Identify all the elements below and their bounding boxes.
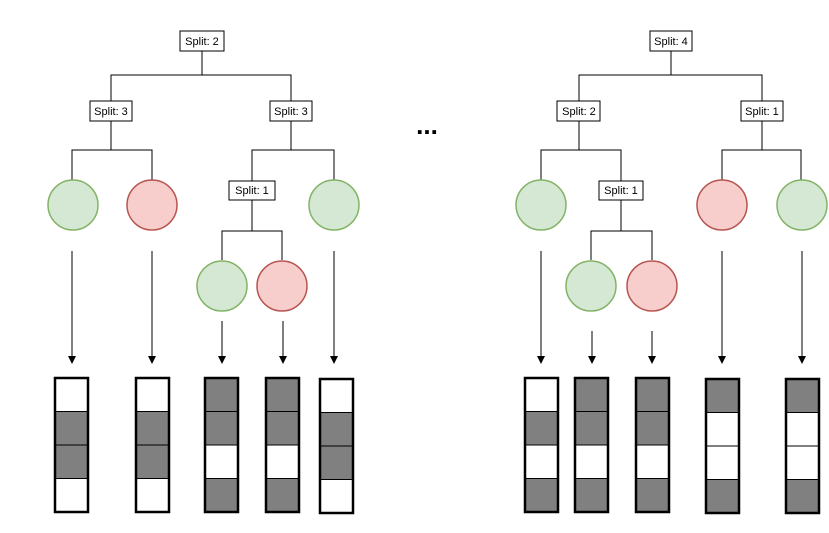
vector-column-outline <box>523 376 560 514</box>
vector-cell-dark <box>204 411 239 446</box>
vector-column-outline <box>203 376 240 514</box>
vector-cell-light <box>135 377 170 412</box>
split-label: Split: 2 <box>562 106 596 118</box>
vector-cell-light <box>319 378 354 413</box>
tree-1-connectors <box>71 51 335 260</box>
vector-cell-dark <box>265 411 300 446</box>
split-node: Split: 2 <box>556 100 601 122</box>
split-label: Split: 1 <box>745 106 779 118</box>
tree-1: Split: 2 Split: 3 Split: 3 Split: 1 <box>47 30 360 515</box>
vector-column <box>318 377 355 515</box>
leaf-node-green <box>196 260 248 312</box>
vector-cell-light <box>635 444 670 479</box>
vector-column <box>634 376 671 514</box>
vector-cell-light <box>54 377 89 412</box>
vector-column <box>134 376 171 514</box>
vector-cell-light <box>54 478 89 513</box>
vector-column-outline <box>264 376 301 514</box>
vector-cell-dark <box>54 444 89 479</box>
vector-cell-light <box>265 444 300 479</box>
leaf-node-green <box>47 179 99 231</box>
split-label: Split: 1 <box>235 185 269 197</box>
vector-cell-dark <box>635 478 670 513</box>
vector-cell-dark <box>54 411 89 446</box>
leaf-node-red <box>696 179 748 231</box>
vector-cell-dark <box>319 445 354 480</box>
split-node: Split: 1 <box>228 180 276 201</box>
vector-cell-light <box>319 479 354 514</box>
vector-column <box>523 376 560 514</box>
split-node: Split: 3 <box>269 100 313 122</box>
vector-column-outline <box>573 376 610 514</box>
vector-cell-dark <box>135 411 170 446</box>
vector-column <box>784 377 821 515</box>
vector-cell-light <box>705 412 740 447</box>
vector-column <box>573 376 610 514</box>
vector-cell-dark <box>265 377 300 412</box>
tree-2-connectors <box>540 51 802 260</box>
vector-cell-dark <box>574 478 609 513</box>
tree-1-arrows <box>68 251 338 364</box>
vector-cell-dark <box>204 478 239 513</box>
leaf-node-red <box>126 179 178 231</box>
vector-cell-light <box>785 445 820 480</box>
split-label: Split: 3 <box>274 106 308 118</box>
vector-cell-dark <box>785 378 820 413</box>
vector-column <box>203 376 240 514</box>
vector-column <box>264 376 301 514</box>
tree-2-arrows <box>537 251 806 364</box>
ellipsis: ... <box>416 110 438 140</box>
vector-cell-light <box>524 444 559 479</box>
vector-column <box>53 376 90 514</box>
leaf-node-red <box>626 260 678 312</box>
split-node: Split: 2 <box>179 30 225 52</box>
vector-cell-dark <box>524 411 559 446</box>
vector-column-outline <box>53 376 90 514</box>
split-node: Split: 1 <box>598 180 644 201</box>
vector-cell-dark <box>705 378 740 413</box>
split-label: Split: 1 <box>604 185 638 197</box>
vector-column-outline <box>318 377 355 515</box>
leaf-node-green <box>515 179 567 231</box>
vector-column-outline <box>704 377 741 515</box>
vector-cell-dark <box>319 412 354 447</box>
vector-cell-dark <box>785 479 820 514</box>
split-node: Split: 1 <box>740 100 784 122</box>
vector-cell-dark <box>574 411 609 446</box>
vector-column-outline <box>134 376 171 514</box>
leaf-node-green <box>776 179 828 231</box>
vector-cell-light <box>785 412 820 447</box>
vector-cell-light <box>204 444 239 479</box>
split-node: Split: 4 <box>649 30 693 52</box>
tree-2: Split: 4 Split: 2 Split: 1 Split: 1 <box>515 30 828 515</box>
split-node: Split: 3 <box>89 100 133 122</box>
split-label: Split: 2 <box>185 36 219 48</box>
vector-cell-light <box>524 377 559 412</box>
vector-cell-dark <box>524 478 559 513</box>
vector-column-outline <box>634 376 671 514</box>
vector-cell-light <box>135 478 170 513</box>
leaf-node-green <box>565 260 617 312</box>
vector-cell-dark <box>635 411 670 446</box>
vector-cell-dark <box>705 479 740 514</box>
leaf-node-green <box>308 179 360 231</box>
vector-cell-dark <box>204 377 239 412</box>
vector-column-outline <box>784 377 821 515</box>
split-label: Split: 3 <box>94 106 128 118</box>
split-label: Split: 4 <box>654 36 688 48</box>
vector-cell-dark <box>635 377 670 412</box>
vector-cell-light <box>574 444 609 479</box>
leaf-node-red <box>256 260 308 312</box>
vector-cell-dark <box>265 478 300 513</box>
vector-cell-dark <box>574 377 609 412</box>
vector-cell-dark <box>135 444 170 479</box>
vector-cell-light <box>705 445 740 480</box>
vector-column <box>704 377 741 515</box>
